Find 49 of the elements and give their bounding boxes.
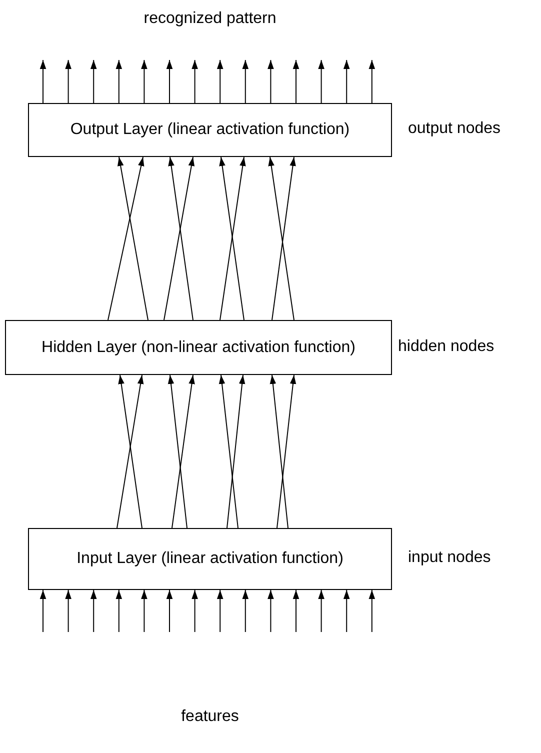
arrow <box>276 374 296 528</box>
arrow <box>40 590 46 632</box>
layer-box <box>28 103 392 157</box>
arrow <box>192 590 198 632</box>
arrow <box>218 374 238 528</box>
node-caption: output nodes <box>408 120 501 138</box>
layer-box <box>5 320 392 375</box>
arrow <box>108 156 144 320</box>
arrow <box>216 590 224 632</box>
caption-text: features <box>181 708 239 726</box>
arrow <box>292 60 300 104</box>
arrow <box>166 590 173 632</box>
arrow <box>141 60 148 104</box>
caption-text: recognized pattern <box>144 10 276 28</box>
arrow <box>116 590 122 632</box>
arrow <box>226 374 246 528</box>
arrow <box>268 60 274 104</box>
arrow <box>270 374 288 528</box>
arrow <box>168 374 188 528</box>
arrow <box>141 590 148 632</box>
arrow <box>368 60 376 104</box>
arrow <box>164 156 195 320</box>
layer-label: Output Layer (linear activation function) <box>70 121 350 139</box>
arrow <box>65 60 72 104</box>
arrow <box>90 590 97 632</box>
arrow <box>166 60 173 104</box>
arrow <box>292 590 300 632</box>
arrow <box>168 156 194 320</box>
arrow <box>268 590 274 632</box>
node-caption: hidden nodes <box>398 338 494 356</box>
layer-box <box>28 528 392 590</box>
arrow <box>242 590 249 632</box>
arrow <box>318 60 324 104</box>
node-caption: input nodes <box>408 549 491 567</box>
layer-label: Hidden Layer (non-linear activation function) <box>42 338 356 356</box>
arrow <box>216 60 224 104</box>
arrow <box>343 60 350 104</box>
arrow <box>40 60 46 104</box>
arrow <box>242 60 249 104</box>
arrow <box>192 60 198 104</box>
arrow <box>368 590 376 632</box>
arrow <box>90 60 97 104</box>
layer-label: Input Layer (linear activation function) <box>76 550 344 568</box>
arrow <box>318 590 324 632</box>
arrow <box>172 374 195 528</box>
arrow <box>65 590 72 632</box>
arrow <box>116 60 122 104</box>
arrow <box>343 590 350 632</box>
arrow <box>117 156 148 320</box>
